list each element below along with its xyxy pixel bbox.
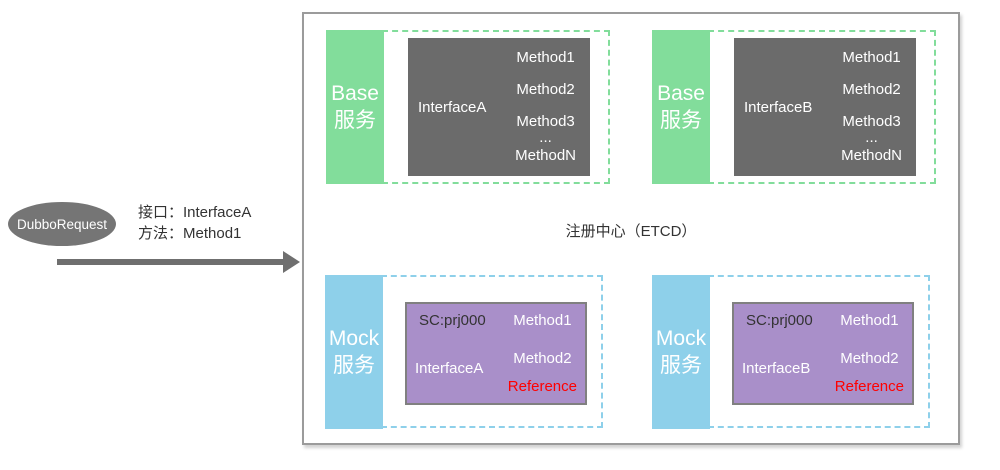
method-item: Method2 (842, 81, 901, 98)
base-service-a-group: Base 服务 InterfaceA Method1 Method2 Metho… (326, 30, 638, 185)
base-a-method-list: Method1 Method2 Method3 ... MethodN (515, 38, 576, 176)
base-service-b-group: Base 服务 InterfaceB Method1 Method2 Metho… (652, 30, 964, 185)
base-b-service-badge: Base 服务 (652, 30, 710, 184)
registry-container: 注册中心（ETCD） Base 服务 InterfaceA Method1 Me… (302, 12, 960, 445)
registry-center-label: 注册中心（ETCD） (565, 223, 697, 240)
mock-a-service-badge: Mock 服务 (325, 275, 383, 429)
base-b-label-zh: 服务 (660, 109, 702, 132)
base-b-label-en: Base (657, 82, 705, 105)
mock-a-label-en: Mock (328, 327, 380, 350)
method-item: Method1 (842, 49, 901, 66)
base-b-method-list: Method1 Method2 Method3 ... MethodN (841, 38, 902, 176)
base-a-service-badge: Base 服务 (326, 30, 384, 184)
base-a-label-zh: 服务 (334, 109, 376, 132)
method-item: Method1 (516, 49, 575, 66)
mock-a-service-code: SC:prj000 (419, 312, 486, 329)
base-a-interface-box: InterfaceA Method1 Method2 Method3 ... M… (408, 38, 590, 176)
mock-b-interface-name: InterfaceB (742, 360, 811, 377)
base-a-interface-name: InterfaceA (418, 98, 487, 116)
mock-a-interface-name: InterfaceA (415, 360, 484, 377)
method-item: Method1 (840, 312, 899, 329)
mock-a-interface-box: SC:prj000 InterfaceA Method1 Method2 Ref… (405, 302, 587, 405)
request-arrow-shaft (57, 259, 287, 265)
method-ellipsis: ... (865, 129, 878, 146)
mock-service-a-group: Mock 服务 SC:prj000 InterfaceA Method1 Met… (325, 275, 637, 430)
mock-service-b-group: Mock 服务 SC:prj000 InterfaceB Method1 Met… (652, 275, 964, 430)
mock-b-label-en: Mock (655, 327, 707, 350)
reference-label: Reference (507, 378, 577, 395)
method-item: Method3 (516, 113, 575, 130)
dubbo-request-label: DubboRequest (16, 216, 108, 232)
dubbo-request-node: DubboRequest (8, 202, 116, 246)
request-method-line: 方法：Method1 (138, 225, 242, 242)
base-b-interface-name: InterfaceB (744, 98, 813, 116)
reference-label: Reference (834, 378, 904, 395)
mock-b-service-code: SC:prj000 (746, 312, 813, 329)
mock-b-label-zh: 服务 (660, 354, 702, 377)
method-ellipsis: ... (539, 129, 552, 146)
method-item: Method2 (513, 350, 572, 367)
method-item: MethodN (515, 147, 576, 164)
base-a-label-en: Base (331, 82, 379, 105)
mock-b-service-badge: Mock 服务 (652, 275, 710, 429)
method-item: Method2 (516, 81, 575, 98)
method-item: MethodN (841, 147, 902, 164)
method-item: Method3 (842, 113, 901, 130)
method-item: Method2 (840, 350, 899, 367)
request-arrow-head-icon (283, 251, 300, 273)
mock-a-method-list: Method1 Method2 Reference (508, 304, 577, 403)
base-b-interface-box: InterfaceB Method1 Method2 Method3 ... M… (734, 38, 916, 176)
method-item: Method1 (513, 312, 572, 329)
mock-b-interface-box: SC:prj000 InterfaceB Method1 Method2 Ref… (732, 302, 914, 405)
mock-b-method-list: Method1 Method2 Reference (835, 304, 904, 403)
mock-a-label-zh: 服务 (333, 354, 375, 377)
request-interface-line: 接口：InterfaceA (138, 204, 252, 221)
request-annotation: 接口：InterfaceA 方法：Method1 (138, 202, 251, 244)
